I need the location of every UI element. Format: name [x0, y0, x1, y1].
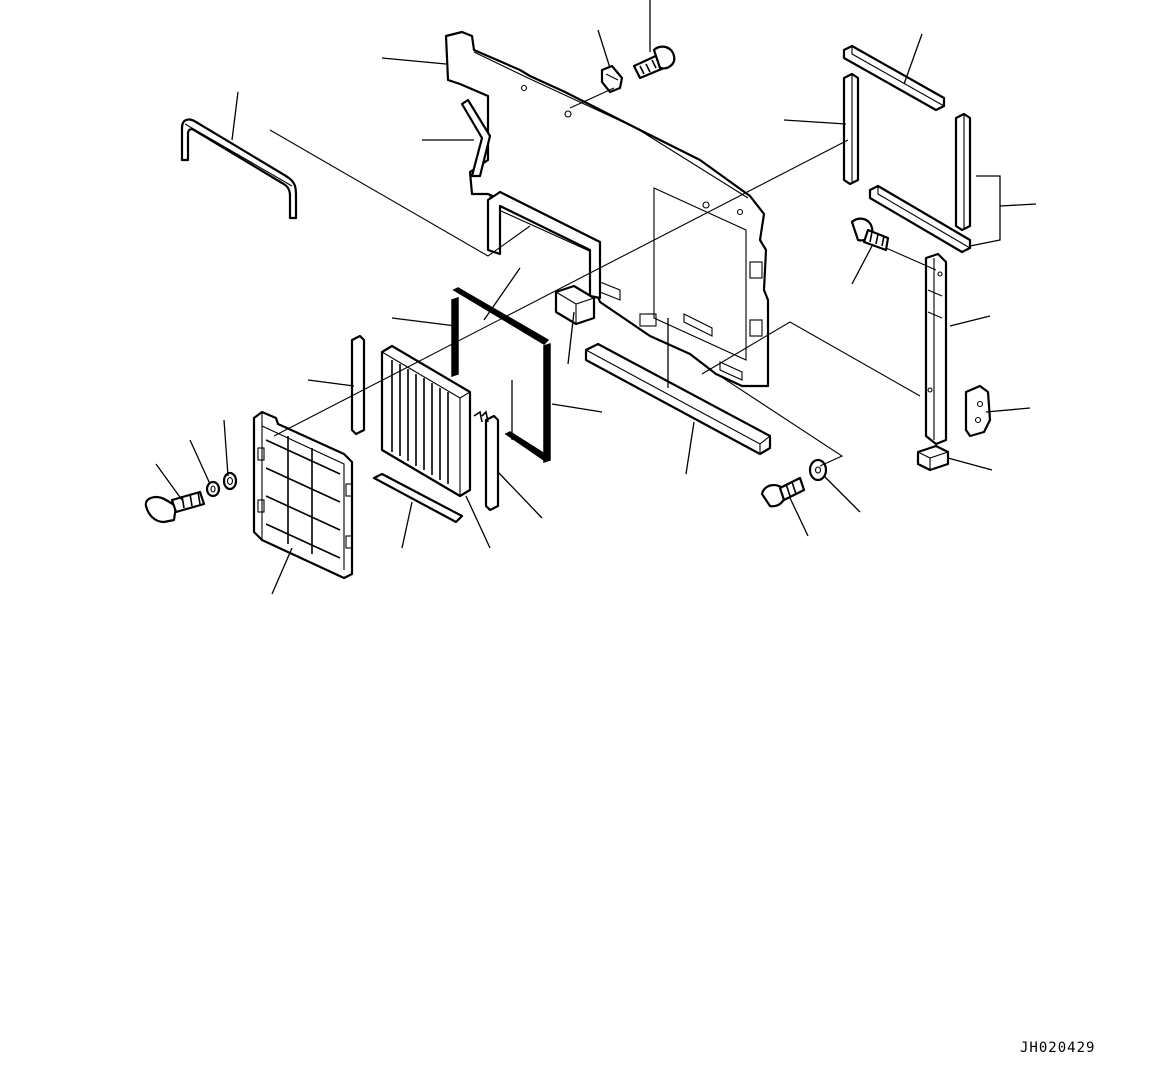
- wing-bolt: [144, 490, 206, 524]
- filter-element: [380, 344, 472, 498]
- leader-lines: [155, 0, 1037, 595]
- u-shaped-rod: [180, 118, 298, 220]
- foam-strip-vertical-right: [954, 112, 972, 232]
- foam-strip-top-horizontal: [842, 44, 946, 112]
- assembly-lines: [269, 87, 937, 467]
- latch: [964, 384, 992, 438]
- thin-strip-right: [484, 414, 500, 512]
- main-frame-panel: [444, 30, 770, 388]
- grille-cover: [252, 410, 354, 580]
- clip-top: [600, 64, 624, 94]
- drawing-code: JH020429: [1020, 1040, 1096, 1056]
- long-foam-bar: [584, 342, 772, 456]
- flanged-bolt-bottom: [760, 476, 806, 508]
- washer-spring: [205, 480, 221, 498]
- flanged-bolt-right: [850, 217, 890, 252]
- gasket-left: [451, 296, 459, 378]
- vertical-bracket: [924, 252, 948, 446]
- flanged-bolt-top: [632, 45, 676, 80]
- foam-strip-bottom-horizontal: [868, 184, 972, 254]
- thin-strip-left: [350, 334, 366, 436]
- curved-hose: [460, 98, 492, 178]
- foam-strip-vertical-left: [842, 72, 860, 186]
- gasket-top: [452, 287, 550, 345]
- small-clip: [473, 410, 489, 423]
- gasket-right: [543, 342, 551, 464]
- flat-gasket-strip: [372, 472, 464, 524]
- washer-flat-left: [222, 471, 238, 491]
- washer-flat-right: [808, 458, 828, 482]
- gasket-bottom: [504, 431, 550, 461]
- small-block-right: [916, 444, 950, 472]
- foam-block-small: [554, 284, 596, 326]
